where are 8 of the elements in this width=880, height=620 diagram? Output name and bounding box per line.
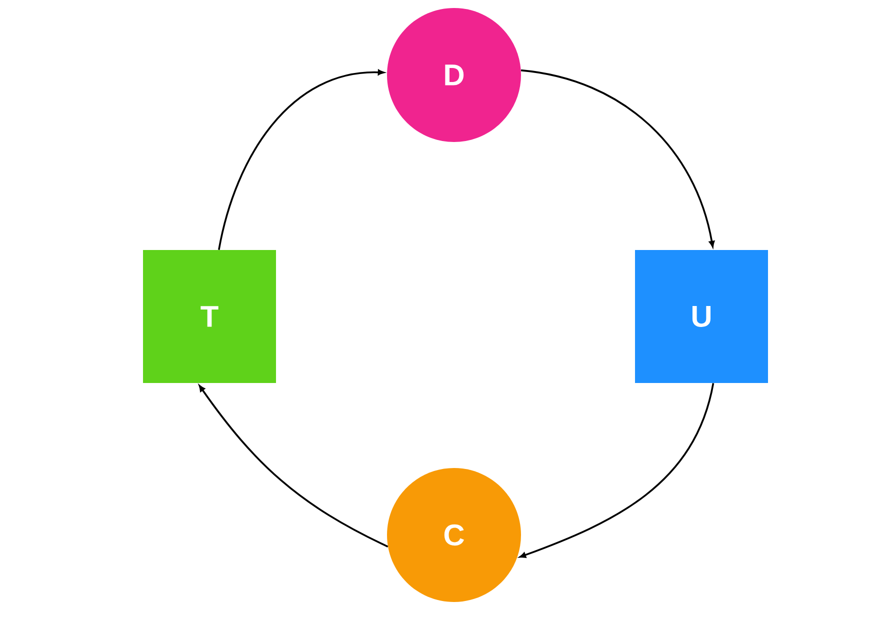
arrow [520, 382, 714, 558]
circle-node: C [387, 468, 521, 602]
arrow [198, 385, 388, 548]
square-node: T [143, 250, 276, 383]
square-node: U [635, 250, 768, 383]
arrow [520, 69, 715, 248]
circle-node: D [387, 8, 521, 142]
arrow [218, 70, 384, 250]
